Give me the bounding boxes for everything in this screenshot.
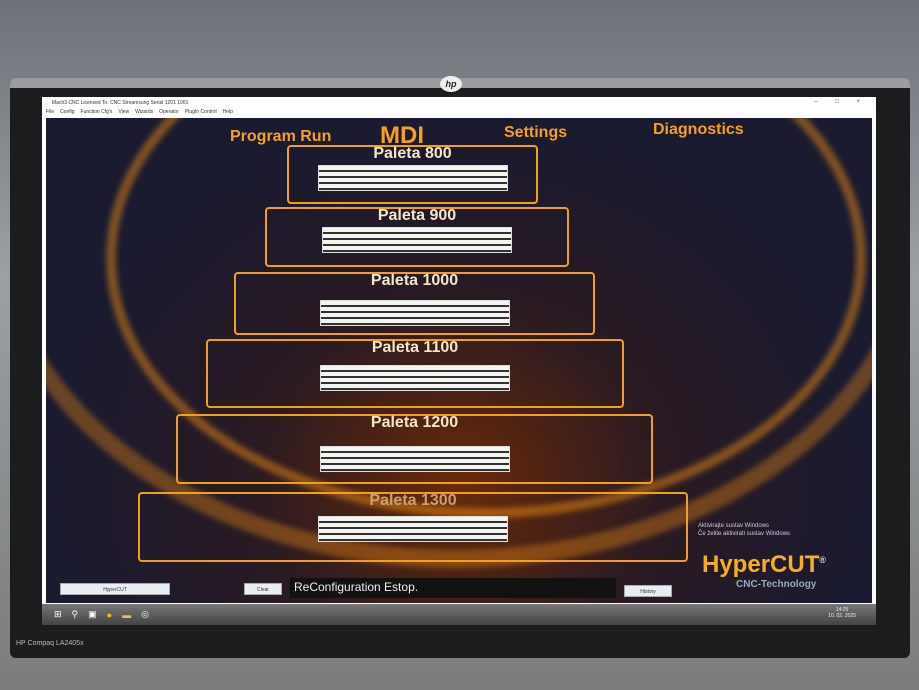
tab-mdi[interactable]: MDI: [380, 122, 424, 149]
menu-help[interactable]: Help: [222, 109, 233, 115]
screen: Mach3 CNC Licensed To: CNC Streamsung Se…: [42, 97, 876, 625]
pallet-image: [320, 365, 510, 391]
menu-plugin-control[interactable]: PlugIn Control: [184, 109, 217, 115]
pallet-label: Paleta 1300: [369, 492, 457, 509]
pallet-label: Paleta 1200: [370, 414, 459, 431]
pallet-1300-button[interactable]: Paleta 1300: [138, 492, 688, 562]
pallet-image: [319, 446, 510, 472]
menu-wizards[interactable]: Wizards: [135, 109, 154, 115]
menu-operator[interactable]: Operator: [159, 109, 179, 115]
windows-start-icon[interactable]: ⊞: [54, 609, 62, 619]
window-controls[interactable]: – □ ×: [814, 99, 868, 105]
cnc-technology-tagline: CNC-Technology: [736, 579, 817, 590]
hp-logo: hp: [440, 76, 462, 92]
pallet-label: Paleta 900: [377, 207, 457, 224]
menu-view[interactable]: View: [118, 109, 130, 115]
status-line: ReConfiguration Estop.: [290, 578, 616, 598]
pallet-label: Paleta 800: [373, 145, 452, 162]
task-view-icon[interactable]: ▣: [88, 609, 97, 619]
menu-function-cfgs[interactable]: Function Cfg's: [80, 109, 113, 115]
pallet-image: [317, 165, 508, 191]
pallet-image: [322, 227, 512, 253]
pallet-1000-button[interactable]: Paleta 1000: [234, 272, 595, 335]
window-title: Mach3 CNC Licensed To: CNC Streamsung Se…: [52, 100, 189, 106]
pallet-label: Paleta 1000: [370, 272, 459, 289]
search-icon[interactable]: ⚲: [71, 609, 79, 619]
mach3-screen: Program Run MDI Settings Diagnostics Pal…: [46, 118, 872, 603]
pallet-image: [318, 516, 508, 542]
hypercut-button[interactable]: HyperCUT: [60, 583, 170, 595]
mach3-app-icon[interactable]: ◎: [141, 609, 149, 619]
pallet-900-button[interactable]: Paleta 900: [265, 207, 569, 267]
monitor-model: HP Compaq LA2405x: [16, 640, 84, 647]
pallet-image: [319, 300, 510, 326]
pallet-1200-button[interactable]: Paleta 1200: [176, 414, 653, 484]
menu-file[interactable]: File: [46, 109, 55, 115]
clear-button[interactable]: Clear: [244, 583, 282, 595]
pallet-1100-button[interactable]: Paleta 1100: [206, 339, 624, 408]
menu-bar: File Config Function Cfg's View Wizards …: [42, 109, 876, 118]
menu-config[interactable]: Config: [60, 109, 75, 115]
tab-program-run[interactable]: Program Run: [230, 128, 332, 145]
title-bar: Mach3 CNC Licensed To: CNC Streamsung Se…: [42, 97, 876, 109]
pallet-label: Paleta 1100: [371, 339, 459, 356]
pallet-800-button[interactable]: Paleta 800: [287, 145, 538, 204]
tab-settings[interactable]: Settings: [504, 124, 568, 141]
file-explorer-icon[interactable]: ▬: [122, 609, 132, 620]
tab-diagnostics[interactable]: Diagnostics: [653, 121, 744, 138]
chrome-icon[interactable]: ●: [106, 609, 113, 620]
hypercut-logo: HyperCUT®: [702, 551, 826, 578]
history-button[interactable]: History: [624, 585, 672, 597]
